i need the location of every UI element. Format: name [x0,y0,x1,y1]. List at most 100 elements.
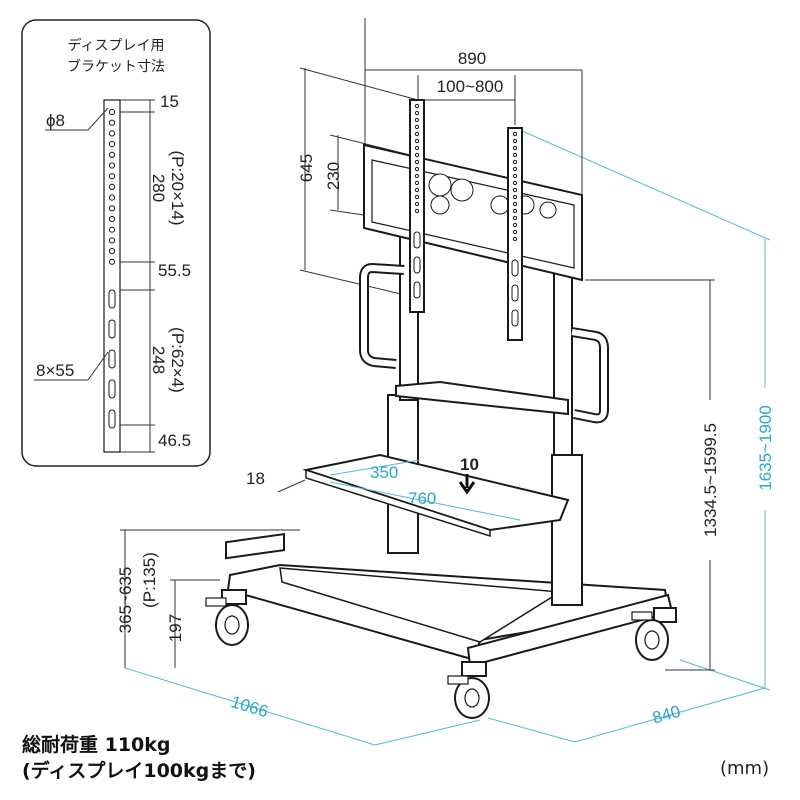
inset-title-line1: ディスプレイ用 [67,37,164,54]
arm-hole [512,166,518,172]
stand-drawing: 1635~1900 1334.5~1599.5 890 100~800 645 … [116,18,778,746]
frame-hole [450,178,474,202]
inset-bottom-offset: 46.5 [158,431,191,450]
load-capacity-caption: 総耐荷重 110kg (ディスプレイ100kgまで) [22,732,256,784]
inset-hole-pitch: (P:20×14) [168,150,187,225]
inset-hole-diameter: ϕ8 [46,111,65,130]
arm-hole [512,152,518,158]
column-right-lower [551,454,583,606]
shelf-width: 760 [408,489,436,508]
bracket-hole [108,215,116,223]
leader-line [87,351,109,381]
bracket-hole [108,183,116,190]
bracket-hole [108,258,116,265]
bracket-slot [108,349,116,369]
arm-hole [414,152,420,158]
handle-left [359,262,405,369]
caster-front-left [447,661,490,719]
inset-top-offset: 15 [160,92,179,111]
inset-title-line2: ブラケット寸法 [67,58,165,75]
arm-hole [512,131,518,137]
caption-display-load: (ディスプレイ100kgまで) [22,760,256,782]
arm-hole [414,194,420,200]
bracket-slot [108,409,116,429]
dim-line [329,481,521,521]
arm-hole [414,166,420,172]
arm-slot [413,231,421,249]
caster-front-right [631,607,677,661]
label-mask [752,388,778,510]
arm-hole [512,194,518,200]
arm-slot [511,259,519,277]
bracket-holes [108,108,116,265]
dim-line [519,129,771,241]
frame-hole [490,195,510,215]
vesa-height: 230 [324,162,343,190]
arm-hole [414,201,420,207]
base-height: 197 [166,614,185,642]
arm-slot [511,309,519,327]
bracket-dimension-inset: ディスプレイ用 ブラケット寸法 15 280 (P:20×14) 55.5 24… [21,19,211,467]
shelf-pitch: (P:135) [140,552,159,608]
bracket-hole [108,108,116,116]
bracket-slot [108,289,116,309]
base-leg-left [225,532,285,560]
arm-hole [512,236,518,242]
shelf-thickness: 18 [246,469,265,488]
leader-line [87,107,109,131]
bracket-hole [108,130,116,137]
arm-slot [511,284,519,302]
frame-hole [539,201,557,219]
arm-hole [512,173,518,179]
arm-hole [512,208,518,214]
bracket-hole [108,248,116,255]
bracket-bar [103,99,121,453]
inset-slot-span: 248 [149,346,168,374]
bracket-hole [108,173,116,180]
dim-line [299,67,419,101]
bracket-hole [108,162,116,169]
arm-hole [414,131,420,137]
arm-hole [512,215,518,221]
arm-hole [414,187,420,193]
shelf-load: 10 [460,455,479,474]
frame-hole [430,195,450,215]
arm-hole [512,229,518,235]
arm-hole [512,145,518,151]
inset-hole-span: 280 [149,174,168,202]
bracket-slot [108,319,116,339]
arm-slot [413,256,421,274]
arm-hole [512,201,518,207]
bracket-slot [108,379,116,399]
load-arrow-icon [458,474,476,495]
mount-frame-holes [428,173,557,219]
vesa-width: 100~800 [437,77,504,96]
caption-total-load: 総耐荷重 110kg [22,734,171,756]
bracket-hole [108,194,116,201]
arm-hole [414,124,420,130]
dim-line [487,717,576,743]
dim-line [329,459,421,476]
caster-rear-left [205,589,249,646]
arm-hole [414,159,420,165]
overall-height: 1635~1900 [756,405,775,491]
bracket-hole [108,205,116,212]
arm-hole [512,187,518,193]
total-width: 890 [458,49,486,68]
arm-hole [414,180,420,186]
dim-line [124,667,376,746]
frame-hole [428,173,452,197]
arm-hole [512,159,518,165]
shelf-depth: 350 [370,463,398,482]
bracket-hole [108,141,116,148]
unit-label: (mm) [720,758,770,779]
bracket-hole [108,226,116,233]
column-right-upper [553,259,573,456]
dim-line [299,269,406,296]
arm-hole [414,173,420,179]
bracket-hole [108,151,116,158]
arm-hole [414,110,420,116]
shelf-height-range: 365~635 [116,567,135,634]
arm-hole [414,145,420,151]
